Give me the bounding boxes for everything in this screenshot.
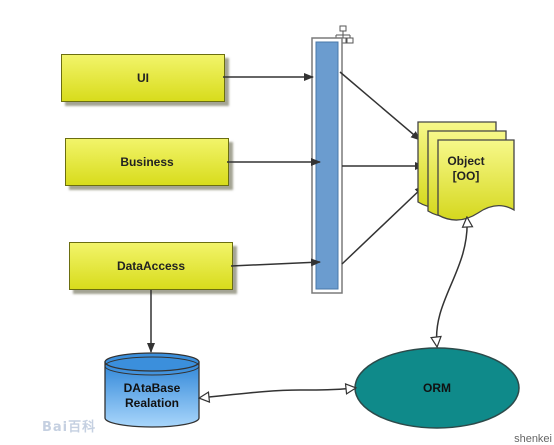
corner-watermark-text: shenkei <box>514 433 552 445</box>
database-cylinder <box>104 352 200 428</box>
ui-layer-box: UI <box>61 54 225 102</box>
orm-label: ORM <box>423 381 451 395</box>
arrow-bus-to-object-1 <box>339 71 421 141</box>
arrow-bus-to-object-3 <box>341 185 425 265</box>
dataaccess-layer-label: DataAccess <box>116 259 186 273</box>
object-label-line1: Object <box>447 154 484 168</box>
database-label-line2: Realation <box>125 396 179 410</box>
database-label-line1: DAtaBase <box>124 381 181 395</box>
business-layer-box: Business <box>65 138 229 186</box>
dataaccess-layer-box: DataAccess <box>69 242 233 290</box>
watermark-logo: Bai百科 <box>42 420 97 435</box>
ui-layer-label: UI <box>137 71 149 85</box>
database-orm-connector <box>200 388 355 398</box>
arrow-dataaccess-to-bus <box>230 258 321 267</box>
orm-object-connector <box>437 218 468 346</box>
object-documents <box>417 121 515 221</box>
business-layer-label: Business <box>120 155 174 169</box>
object-label-line2: [OO] <box>453 169 480 183</box>
